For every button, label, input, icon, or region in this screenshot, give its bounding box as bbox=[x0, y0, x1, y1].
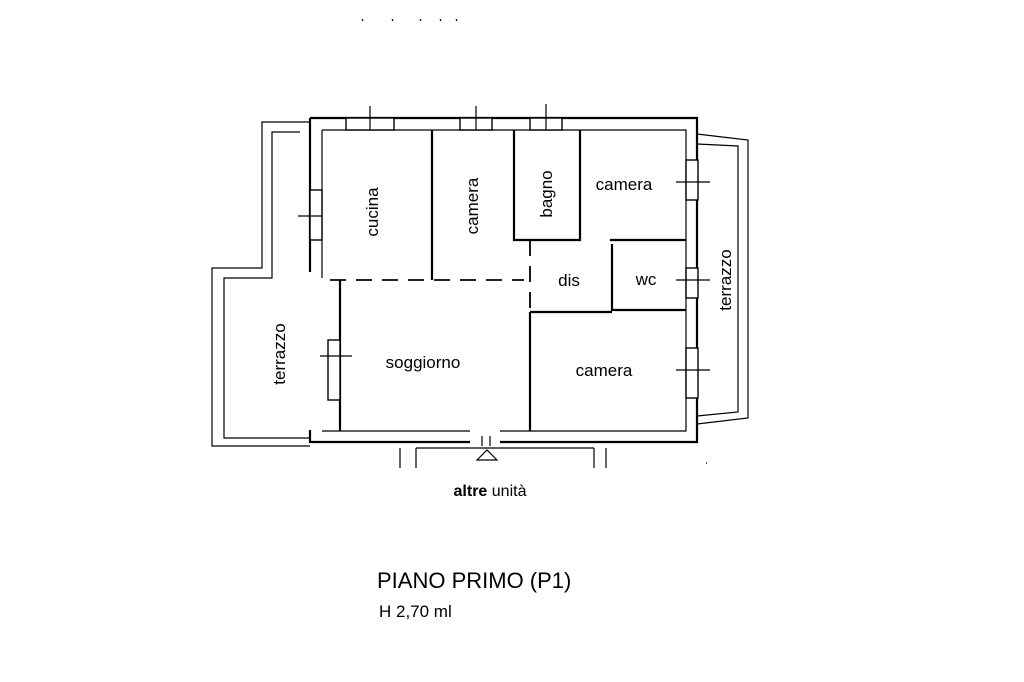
room-label-camera-top: camera bbox=[463, 177, 482, 234]
other-units-regular: unità bbox=[487, 483, 526, 500]
entrance-area bbox=[399, 436, 607, 468]
terrace-right-outline bbox=[696, 133, 749, 425]
room-label-soggiorno: soggiorno bbox=[386, 353, 461, 372]
terrace-left-outline bbox=[211, 121, 310, 447]
room-label-dis: dis bbox=[558, 271, 580, 290]
room-label-camera-top-right: camera bbox=[596, 175, 653, 194]
room-labels: cucina camera bagno camera dis wc soggio… bbox=[270, 170, 735, 384]
room-label-cucina: cucina bbox=[363, 187, 382, 237]
floor-title: PIANO PRIMO (P1) bbox=[377, 568, 571, 593]
floor-height: H 2,70 ml bbox=[379, 602, 452, 621]
other-units-label: altre unità bbox=[454, 483, 527, 500]
other-units-bold: altre bbox=[454, 483, 488, 500]
windows bbox=[298, 104, 710, 401]
scan-marks bbox=[361, 18, 458, 22]
room-label-bagno: bagno bbox=[537, 170, 556, 217]
room-label-camera-bottom: camera bbox=[576, 361, 633, 380]
room-label-wc: wc bbox=[635, 270, 657, 289]
room-label-terrazzo-right: terrazzo bbox=[716, 249, 735, 310]
dashed-openings bbox=[330, 240, 613, 312]
room-label-terrazzo-left: terrazzo bbox=[270, 323, 289, 384]
entrance-arrow-icon bbox=[475, 449, 499, 461]
